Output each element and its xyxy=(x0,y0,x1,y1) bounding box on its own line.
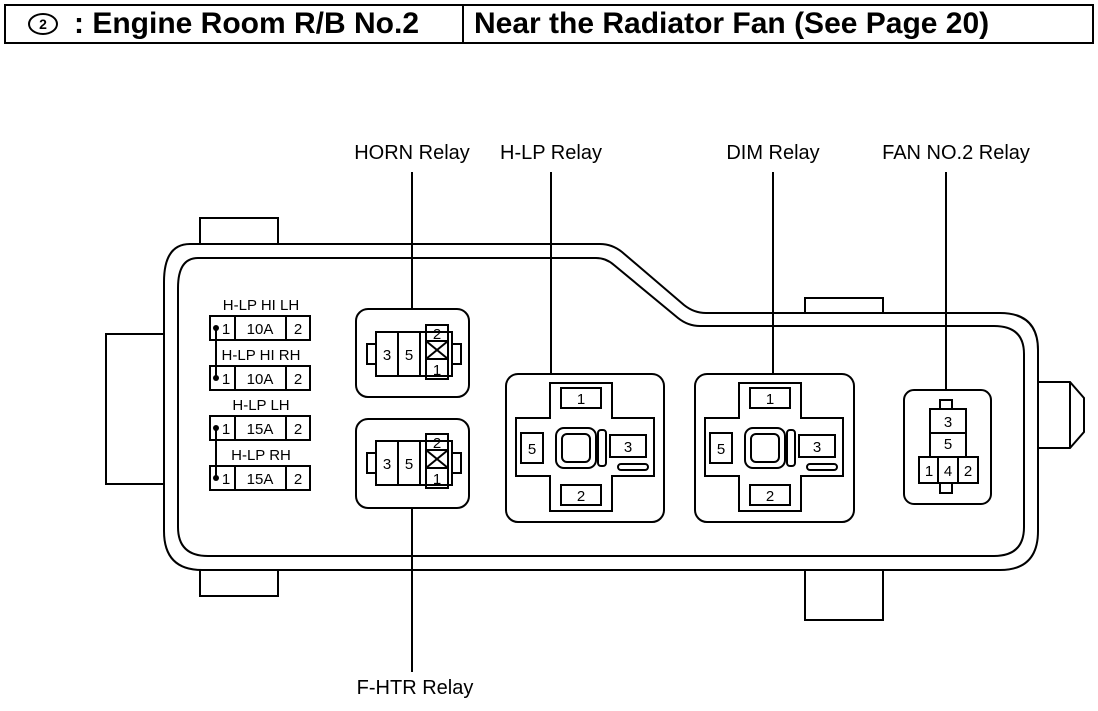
label-fan2-relay: FAN NO.2 Relay xyxy=(882,142,1030,164)
relay-pin: 5 xyxy=(944,436,952,453)
housing-tab-bottom-right xyxy=(804,570,884,621)
relay-pin: 5 xyxy=(528,441,536,458)
fuse-label: H-LP LH xyxy=(232,397,289,414)
fuse-pin: 1 xyxy=(222,321,230,338)
page-title: : Engine Room R/B No.2 xyxy=(74,7,419,40)
fuse-pin: 1 xyxy=(222,421,230,438)
housing-tab-top-left xyxy=(199,217,279,244)
fuse-pin: 2 xyxy=(294,421,302,438)
relay-pin: 1 xyxy=(925,463,933,480)
relay-pin: 2 xyxy=(577,488,585,505)
relay-pin: 3 xyxy=(944,414,952,431)
fuse-amperage: 15A xyxy=(247,471,274,488)
circle-number-badge: 2 xyxy=(28,13,58,35)
location-text: Near the Radiator Fan (See Page 20) xyxy=(474,7,990,40)
fuse-pin: 2 xyxy=(294,371,302,388)
header-location-cell: Near the Radiator Fan (See Page 20) xyxy=(464,7,989,41)
fuse-body xyxy=(209,315,311,341)
header-title-cell: 2 : Engine Room R/B No.2 xyxy=(6,6,464,42)
label-fhtr-relay: F-HTR Relay xyxy=(357,677,474,699)
relay-pin: 4 xyxy=(944,463,952,480)
fhtr-relay-socket xyxy=(355,418,470,509)
relay-pin: 1 xyxy=(433,362,441,379)
fuse-pin: 1 xyxy=(222,371,230,388)
fuse-body xyxy=(209,415,311,441)
fuse-pin: 2 xyxy=(294,321,302,338)
horn-relay-socket xyxy=(355,308,470,398)
relay-pin: 5 xyxy=(405,347,413,364)
housing-inner xyxy=(177,257,1025,557)
relay-pin: 2 xyxy=(433,435,441,452)
housing-tab-right xyxy=(1038,381,1085,449)
label-dim-relay: DIM Relay xyxy=(726,142,819,164)
fuse-amperage: 15A xyxy=(247,421,274,438)
label-hlp-relay: H-LP Relay xyxy=(500,142,602,164)
fuse-pin: 1 xyxy=(222,471,230,488)
fuse-label: H-LP RH xyxy=(231,447,291,464)
relay-pin: 5 xyxy=(405,456,413,473)
dim-relay-socket xyxy=(694,373,855,523)
fuse-pin: 2 xyxy=(294,471,302,488)
relay-pin: 5 xyxy=(717,441,725,458)
relay-pin: 3 xyxy=(813,439,821,456)
housing-outer xyxy=(163,243,1039,571)
relay-pin: 1 xyxy=(577,391,585,408)
relay-pin: 2 xyxy=(766,488,774,505)
fan2-relay-socket xyxy=(903,389,992,505)
relay-pin: 2 xyxy=(964,463,972,480)
relay-pin: 3 xyxy=(624,439,632,456)
housing-tab-bottom-left xyxy=(199,570,279,597)
relay-pin: 1 xyxy=(433,471,441,488)
label-horn-relay: HORN Relay xyxy=(354,142,470,164)
relay-pin: 2 xyxy=(433,326,441,343)
fuse-amperage: 10A xyxy=(247,321,274,338)
fuse-label: H-LP HI RH xyxy=(222,347,301,364)
fuse-body xyxy=(209,365,311,391)
fuse-amperage: 10A xyxy=(247,371,274,388)
fuse-label: H-LP HI LH xyxy=(223,297,299,314)
housing-tab-top-right xyxy=(804,297,884,313)
fuse-body xyxy=(209,465,311,491)
relay-pin: 3 xyxy=(383,347,391,364)
relay-pin: 3 xyxy=(383,456,391,473)
header-bar: 2 : Engine Room R/B No.2 Near the Radiat… xyxy=(4,4,1094,44)
housing-tab-left xyxy=(105,333,164,485)
relay-pin: 1 xyxy=(766,391,774,408)
hlp-relay-socket xyxy=(505,373,665,523)
